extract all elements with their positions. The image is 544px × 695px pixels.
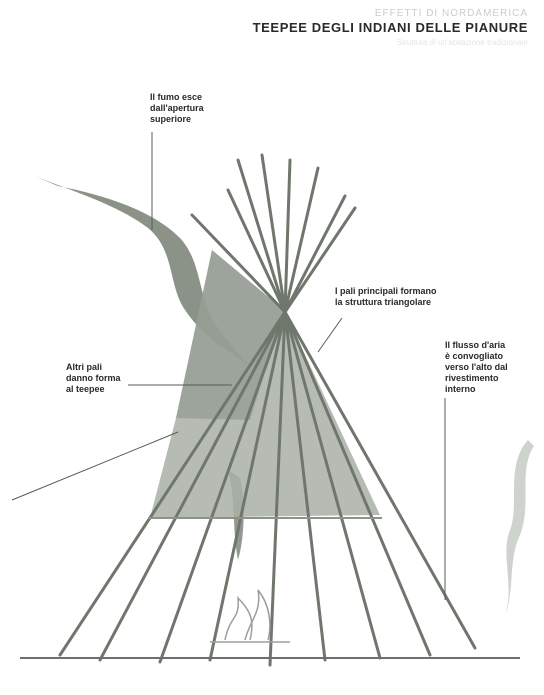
header-kicker: EFFETTI DI NORDAMERICA	[253, 8, 528, 19]
header-subline: Struttura di un'abitazione tradizionale	[253, 38, 528, 47]
diagram-header: EFFETTI DI NORDAMERICA TEEPEE DEGLI INDI…	[253, 8, 528, 47]
label-main-poles: I pali principali formano la struttura t…	[335, 286, 437, 308]
diagram-title: TEEPEE DEGLI INDIANI DELLE PIANURE	[253, 20, 528, 35]
label-air-flow: Il flusso d'aria è convogliato verso l'a…	[445, 340, 508, 395]
label-other-poles: Altri pali danno forma al teepee	[66, 362, 121, 395]
leader-left	[12, 432, 178, 500]
steam-plume	[505, 440, 534, 615]
label-smoke-exit: Il fumo esce dall'apertura superiore	[150, 92, 204, 125]
leader-main	[318, 318, 342, 352]
